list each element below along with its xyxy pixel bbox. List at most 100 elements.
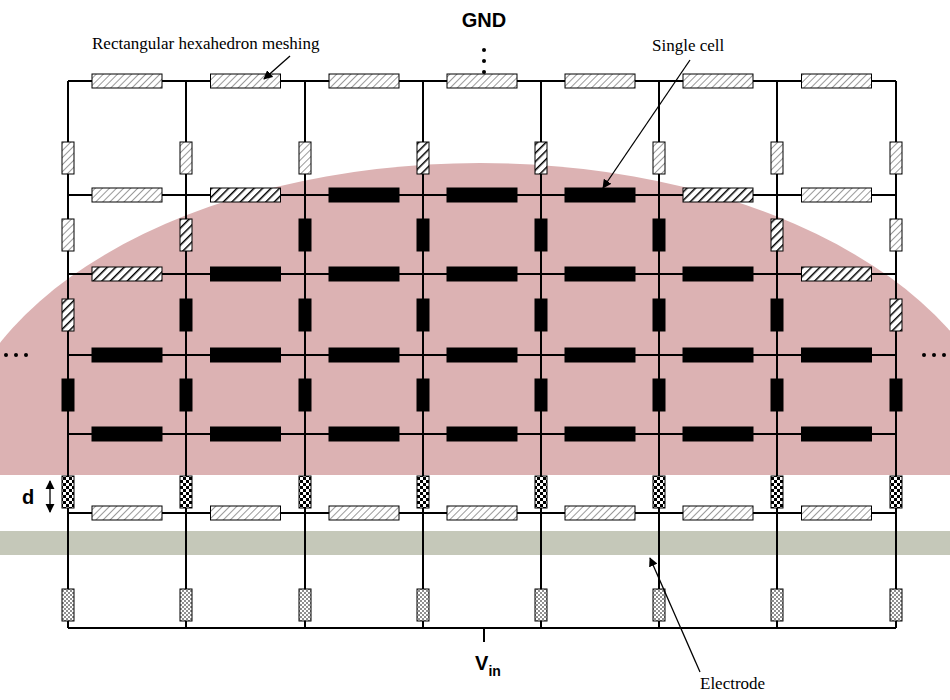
resistor-symbol [92,506,162,520]
resistor-symbol [535,476,547,508]
resistor-symbol [771,299,783,331]
resistor-symbol [62,589,74,621]
resistor-symbol [447,427,517,441]
input-lead [483,628,485,642]
resistor-symbol [771,219,783,251]
resistor-symbol [62,379,74,411]
resistor-symbol [653,379,665,411]
resistor-symbol [211,348,281,362]
resistor-symbol [180,379,192,411]
figure-label: Rectangular hexahedron meshing [92,35,320,54]
resistor-symbol [535,299,547,331]
resistor-symbol [211,427,281,441]
resistor-symbol [802,188,872,202]
voltage-subscript: in [488,663,500,679]
resistor-symbol [92,188,162,202]
input-voltage-label: Vin [475,652,501,674]
resistor-symbol [890,142,902,174]
resistor-symbol [771,379,783,411]
resistor-symbol [92,74,162,88]
resistor-symbol [683,348,753,362]
resistor-symbol [771,142,783,174]
resistor-symbol [92,427,162,441]
resistor-symbol [653,476,665,508]
resistor-symbol [535,219,547,251]
figure-label: GND [462,9,506,31]
resistor-symbol [565,74,635,88]
resistor-symbol [180,299,192,331]
resistor-symbol [92,348,162,362]
resistor-symbol [417,379,429,411]
resistor-symbol [299,379,311,411]
resistor-symbol [890,379,902,411]
resistor-symbol [62,476,74,508]
resistor-symbol [802,267,872,281]
resistor-symbol [211,74,281,88]
figure-label: d [22,486,34,508]
leader-lines [50,56,700,672]
resistor-symbol [890,299,902,331]
resistor-symbol [565,506,635,520]
resistor-symbol [180,219,192,251]
resistor-symbol [653,142,665,174]
resistor-symbol [771,476,783,508]
figure-label: Single cell [652,37,724,56]
input-wire [68,627,896,629]
electrode-band [0,531,950,555]
resistor-symbol [92,267,162,281]
resistor-symbol [802,506,872,520]
resistor-symbol [211,188,281,202]
figure-label: Electrode [700,675,765,694]
resistor-symbol [417,589,429,621]
resistor-symbol [653,219,665,251]
resistor-symbol [180,476,192,508]
resistor-symbol [211,506,281,520]
single-cell [0,163,950,475]
resistor-symbol [447,506,517,520]
resistor-symbol [329,74,399,88]
resistor-symbol [329,267,399,281]
resistor-symbol [535,142,547,174]
resistor-symbol [299,589,311,621]
resistor-symbol [62,299,74,331]
resistor-symbol [890,219,902,251]
resistor-symbol [683,267,753,281]
resistor-symbol [802,348,872,362]
resistor-symbol [890,589,902,621]
resistor-grid [62,74,902,642]
resistor-symbol [683,427,753,441]
resistor-symbol [565,348,635,362]
resistor-symbol [447,348,517,362]
resistor-symbol [417,299,429,331]
resistor-symbol [565,267,635,281]
resistor-symbol [180,589,192,621]
resistor-symbol [417,219,429,251]
resistor-symbol [683,506,753,520]
resistor-symbol [802,427,872,441]
resistor-symbol [565,188,635,202]
resistor-symbol [211,267,281,281]
resistor-symbol [417,476,429,508]
resistor-symbol [299,476,311,508]
resistor-symbol [417,142,429,174]
resistor-symbol [329,188,399,202]
ellipsis-dots [4,48,946,357]
resistor-symbol [535,379,547,411]
resistor-symbol [683,188,753,202]
resistor-symbol [890,476,902,508]
resistor-symbol [802,74,872,88]
resistor-symbol [447,188,517,202]
resistor-symbol [653,589,665,621]
resistor-symbol [683,74,753,88]
resistor-symbol [447,74,517,88]
resistor-symbol [299,142,311,174]
resistor-symbol [62,219,74,251]
resistor-symbol [329,506,399,520]
resistor-symbol [329,348,399,362]
resistor-symbol [771,589,783,621]
resistor-symbol [565,427,635,441]
resistor-symbol [62,142,74,174]
resistor-symbol [653,299,665,331]
